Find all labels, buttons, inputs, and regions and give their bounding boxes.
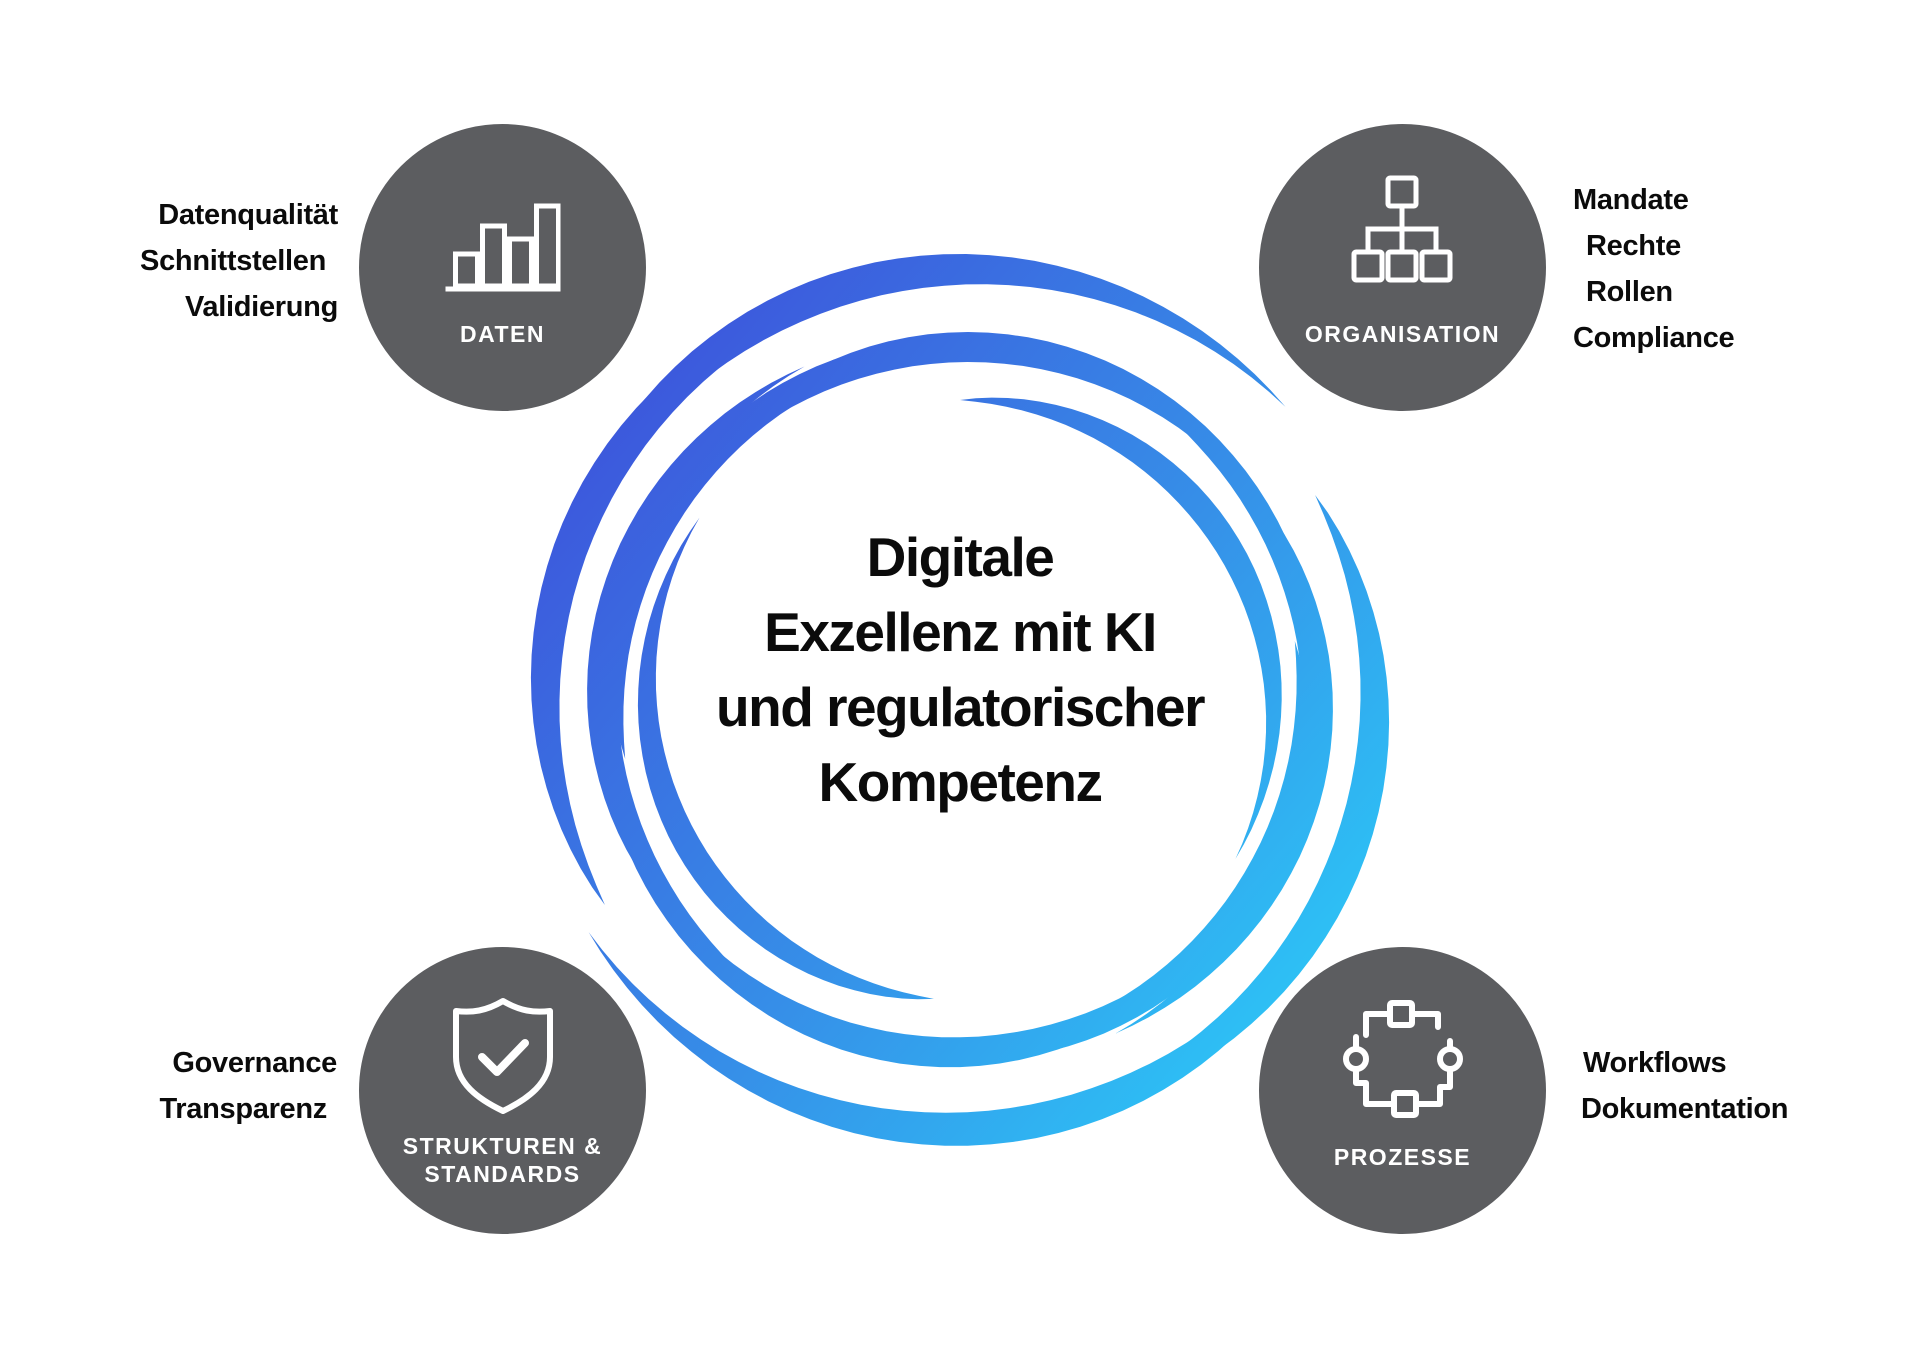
prozesse-items: Workflows Dokumentation — [1581, 1040, 1789, 1132]
organisation-node: ORGANISATION — [1255, 120, 1550, 415]
list-item: Transparenz — [159, 1093, 327, 1125]
swirl-blade — [960, 397, 1282, 859]
strukturen-items: Governance Transparenz — [159, 1040, 337, 1132]
workflow-icon — [1338, 997, 1468, 1127]
list-item: Workflows — [1583, 1047, 1727, 1079]
list-item: Datenqualität — [158, 199, 338, 231]
swirl-blade — [637, 517, 934, 1000]
list-item: Compliance — [1573, 322, 1735, 354]
daten-items: Datenqualität Schnittstellen Validierung — [140, 192, 338, 330]
title-line: und regulatorischer — [716, 676, 1205, 738]
org-chart-icon — [1348, 172, 1458, 292]
swirl-blade — [611, 339, 1071, 759]
prozesse-node: PROZESSE — [1255, 943, 1550, 1238]
swirl-blade — [609, 794, 1225, 1068]
list-item: Rechte — [1586, 230, 1681, 262]
list-item: Dokumentation — [1581, 1093, 1789, 1125]
node-label: DATEN — [459, 321, 545, 347]
title-line: Digitale — [866, 526, 1055, 588]
list-item: Rollen — [1586, 276, 1673, 308]
swirl-blade — [588, 910, 1324, 1146]
title-line: Exzellenz mit KI — [764, 601, 1157, 663]
shield-check-icon — [448, 995, 558, 1120]
strukturen-node: STRUKTUREN & STANDARDS — [355, 943, 650, 1238]
node-label: PROZESSE — [1333, 1144, 1472, 1170]
swirl-blade — [677, 332, 1302, 576]
swirl-arcs — [530, 254, 1390, 1146]
daten-node: DATEN — [355, 120, 650, 415]
swirl-blade — [530, 271, 960, 905]
swirl-blade — [587, 366, 805, 969]
list-item: Mandate — [1573, 184, 1689, 216]
node-label: ORGANISATION — [1304, 321, 1501, 347]
central-title: Digitale Exzellenz mit KI und regulatori… — [620, 520, 1300, 820]
organisation-items: Mandate Rechte Rollen Compliance — [1573, 177, 1735, 361]
bar-chart-icon — [445, 194, 561, 299]
node-label: STRUKTUREN & STANDARDS — [402, 1133, 603, 1187]
list-item: Validierung — [184, 291, 338, 323]
list-item: Governance — [172, 1047, 337, 1079]
swirl-blade — [1115, 431, 1333, 1034]
list-item: Schnittstellen — [140, 245, 326, 277]
title-line: Kompetenz — [818, 751, 1103, 813]
